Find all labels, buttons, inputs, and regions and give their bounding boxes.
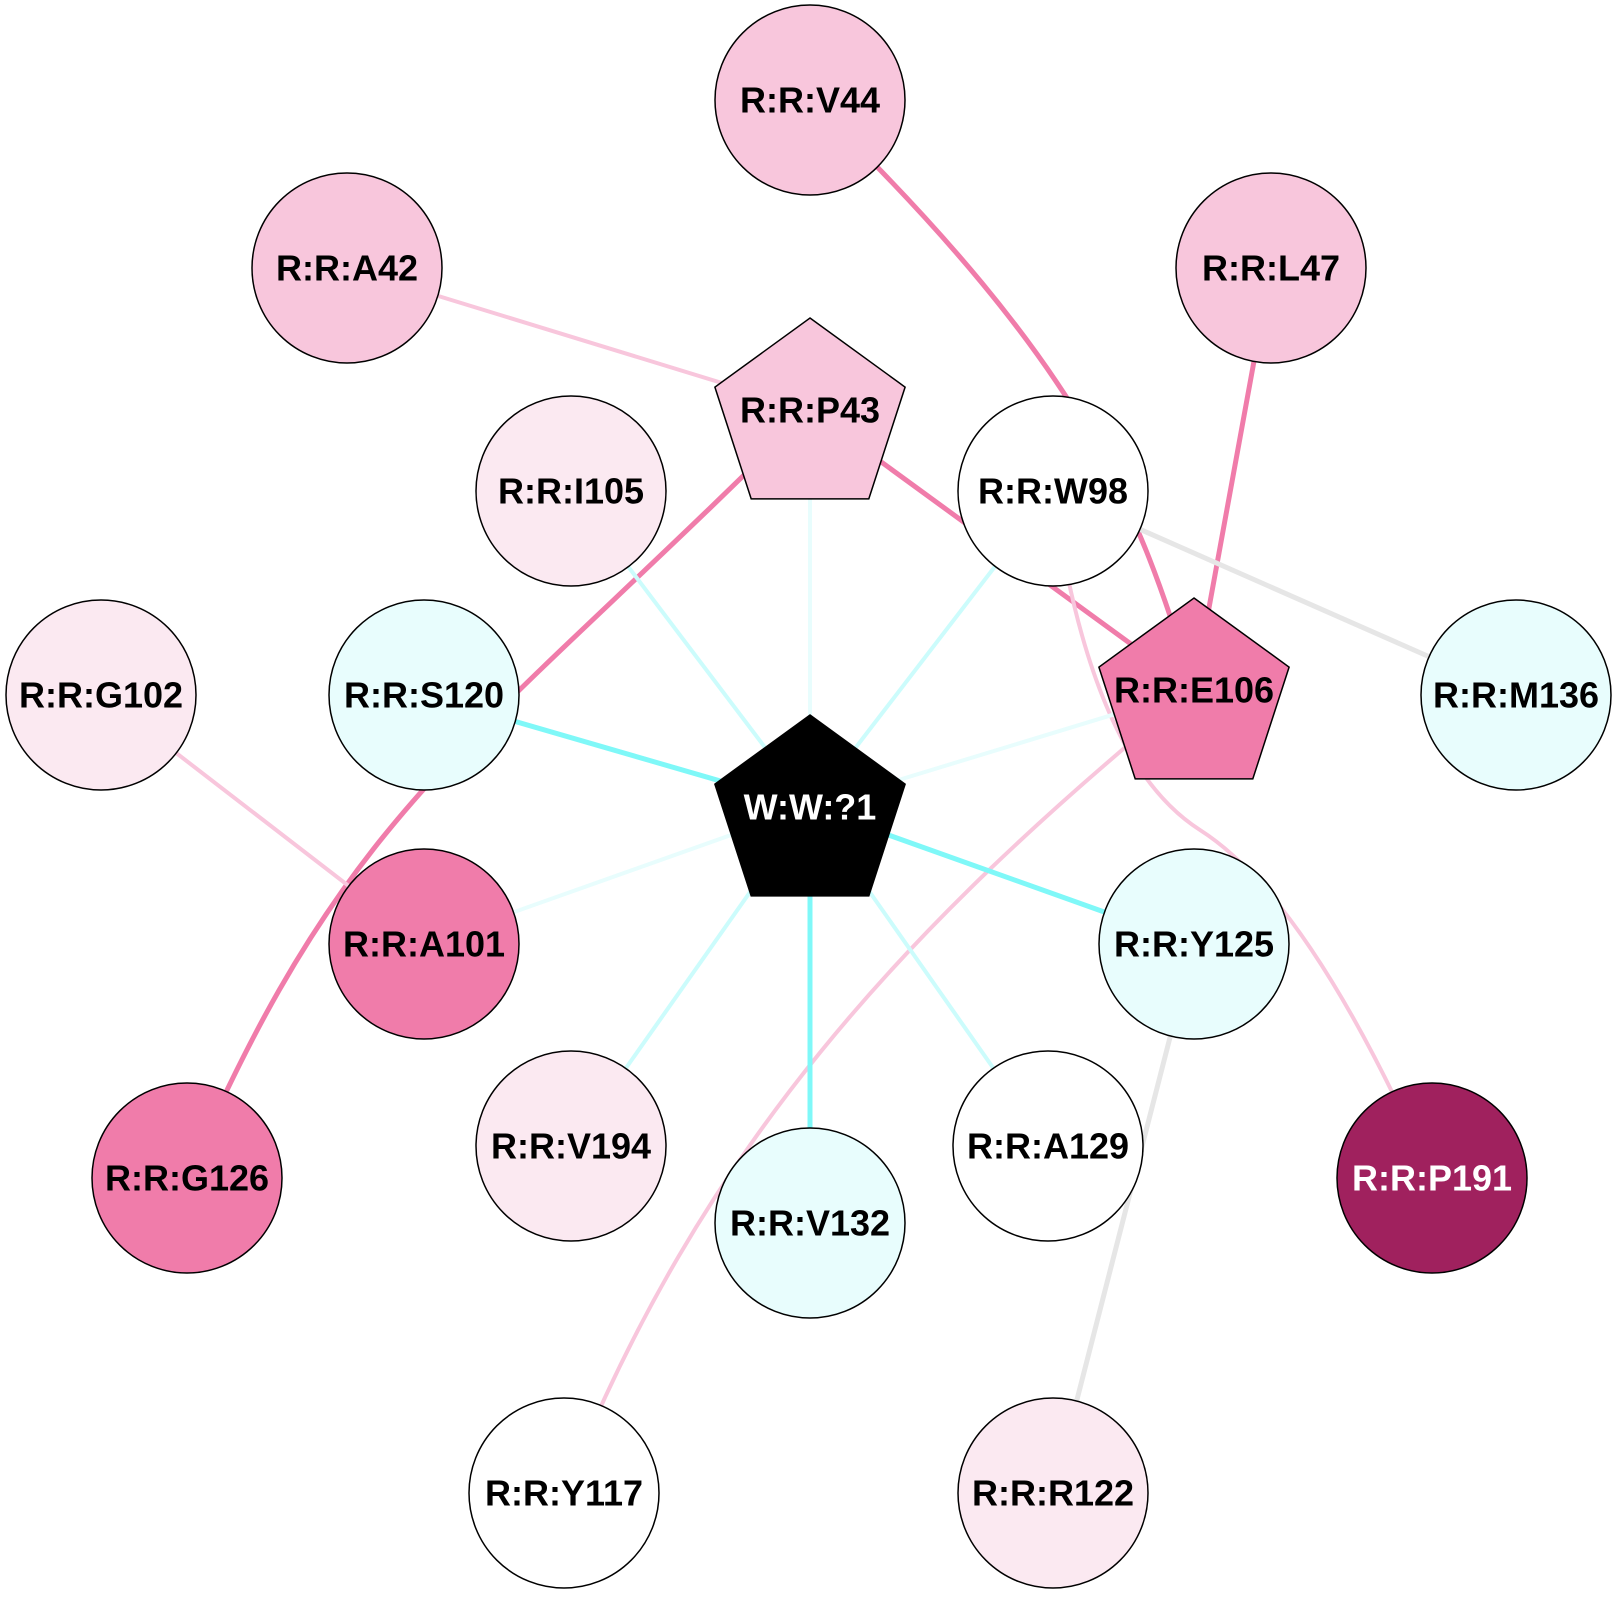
node-w1: W:W:?1 — [714, 714, 906, 897]
node-label: R:R:M136 — [1433, 675, 1599, 716]
node-label: R:R:L47 — [1202, 248, 1340, 289]
edge-e106-y117 — [562, 688, 1196, 1495]
node-label: R:R:P43 — [740, 390, 880, 431]
node-circle — [251, 172, 443, 364]
node-label: R:R:A129 — [967, 1126, 1129, 1167]
node-circle — [475, 395, 667, 587]
node-label: R:R:G102 — [19, 675, 183, 716]
node-circle — [1420, 599, 1612, 791]
node-p43: R:R:P43 — [714, 317, 906, 500]
node-e106: R:R:E106 — [1098, 597, 1290, 780]
node-y125: R:R:Y125 — [1098, 848, 1290, 1040]
node-label: R:R:A42 — [276, 248, 418, 289]
node-v132: R:R:V132 — [714, 1127, 906, 1319]
node-v194: R:R:V194 — [475, 1050, 667, 1242]
node-p191: R:R:P191 — [1336, 1082, 1528, 1274]
node-label: R:R:Y117 — [485, 1473, 643, 1514]
edge-w98-p191 — [1051, 489, 1434, 1180]
node-v44: R:R:V44 — [714, 4, 906, 196]
node-label: R:R:I105 — [498, 471, 644, 512]
node-a101: R:R:A101 — [328, 848, 520, 1040]
node-g126: R:R:G126 — [91, 1082, 283, 1274]
node-circle — [91, 1082, 283, 1274]
node-circle — [328, 848, 520, 1040]
node-circle — [957, 1397, 1149, 1589]
node-label: W:W:?1 — [744, 787, 877, 828]
node-label: R:R:W98 — [978, 471, 1128, 512]
node-label: R:R:V132 — [730, 1203, 890, 1244]
node-circle — [5, 599, 197, 791]
node-label: R:R:S120 — [344, 675, 504, 716]
node-w98: R:R:W98 — [957, 395, 1149, 587]
node-i105: R:R:I105 — [475, 395, 667, 587]
node-label: R:R:P191 — [1352, 1158, 1512, 1199]
node-circle — [468, 1397, 660, 1589]
node-label: R:R:Y125 — [1114, 924, 1274, 965]
node-y117: R:R:Y117 — [468, 1397, 660, 1589]
node-label: R:R:E106 — [1114, 670, 1274, 711]
node-label: R:R:R122 — [972, 1473, 1134, 1514]
node-l47: R:R:L47 — [1175, 172, 1367, 364]
node-circle — [328, 599, 520, 791]
node-a129: R:R:A129 — [952, 1050, 1144, 1242]
node-label: R:R:V44 — [740, 80, 880, 121]
node-circle — [475, 1050, 667, 1242]
node-pentagon — [714, 317, 906, 500]
node-circle — [714, 1127, 906, 1319]
node-label: R:R:V194 — [491, 1126, 651, 1167]
node-circle — [1336, 1082, 1528, 1274]
node-r122: R:R:R122 — [957, 1397, 1149, 1589]
node-pentagon — [714, 714, 906, 897]
node-label: R:R:G126 — [105, 1158, 269, 1199]
node-a42: R:R:A42 — [251, 172, 443, 364]
node-g102: R:R:G102 — [5, 599, 197, 791]
node-circle — [714, 4, 906, 196]
node-s120: R:R:S120 — [328, 599, 520, 791]
node-circle — [1175, 172, 1367, 364]
node-pentagon — [1098, 597, 1290, 780]
node-m136: R:R:M136 — [1420, 599, 1612, 791]
node-circle — [1098, 848, 1290, 1040]
node-circle — [957, 395, 1149, 587]
node-circle — [952, 1050, 1144, 1242]
node-label: R:R:A101 — [343, 924, 505, 965]
